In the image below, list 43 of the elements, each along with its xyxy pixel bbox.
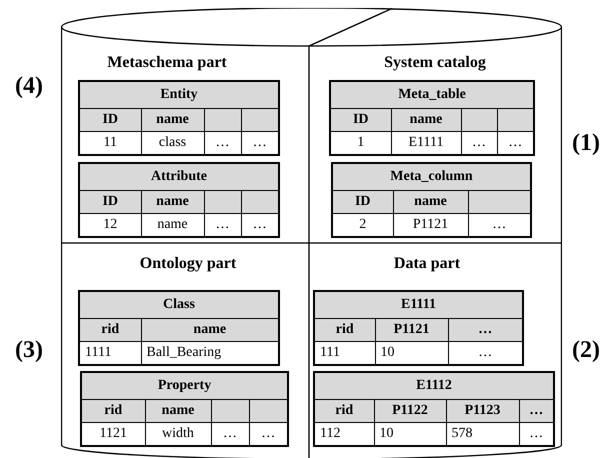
section-heading: Ontology part [140,255,236,273]
section-heading: System catalog [384,54,486,72]
data-table [80,371,290,447]
table-title: Property [81,372,288,400]
section-heading: Metaschema part [107,54,227,72]
column-header: ID [79,190,141,214]
column-header: P1123 [446,400,519,422]
section-heading: Data part [394,255,460,273]
table-title: Class [79,291,279,318]
table-title: Meta_table [330,81,534,108]
column-header: name [393,190,468,214]
data-table [78,162,280,238]
column-header: name [141,318,279,342]
callout-number: (3) [15,337,43,364]
table-title: E1111 [314,291,523,318]
table-title: E1112 [314,372,554,400]
table-title: Entity [79,81,280,108]
column-header: … [519,400,554,422]
column-header: name [391,108,461,132]
column-header: rid [79,318,141,342]
data-table [78,80,280,156]
column-header: rid [81,400,145,422]
callout-number: (1) [572,130,600,157]
data-table [78,290,280,366]
column-header: name [141,108,204,132]
column-header: … [448,318,523,342]
table-title: Attribute [79,163,279,190]
table-title: Meta_column [332,163,532,190]
column-header: name [141,190,204,214]
data-table [313,290,524,366]
callout-number: (2) [572,337,600,364]
column-header: rid [314,318,375,342]
column-header: ID [330,108,391,132]
column-header: P1121 [375,318,448,342]
callout-number: (4) [15,73,43,100]
data-table [331,162,532,238]
column-header: rid [314,400,374,422]
column-header: name [145,400,211,422]
column-header: ID [79,108,141,132]
data-table [313,371,556,447]
column-header: P1122 [374,400,446,422]
data-table [329,80,536,156]
column-header: ID [332,190,393,214]
